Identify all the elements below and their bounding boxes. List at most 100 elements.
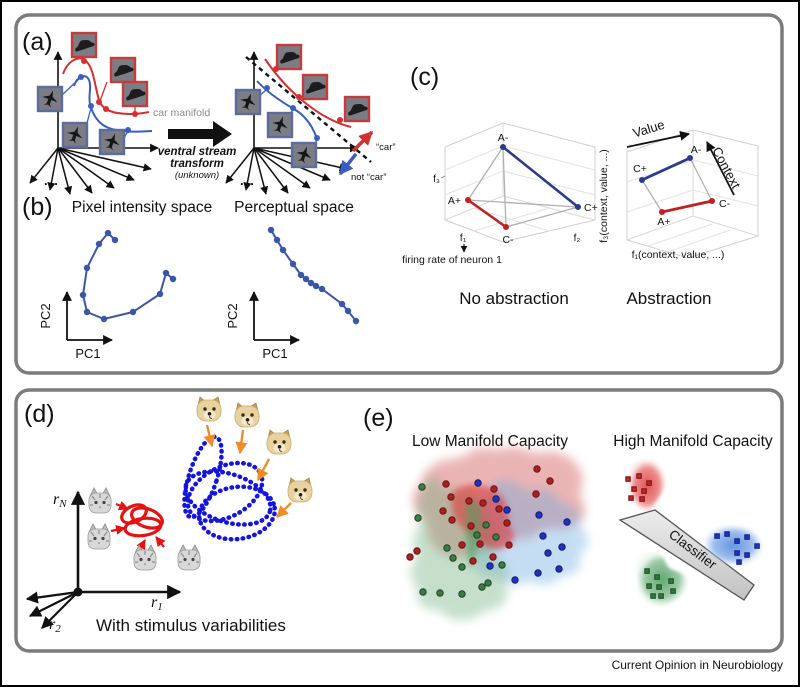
- panel-d-label: (d): [24, 400, 55, 428]
- panel-a-right-plot: ... “car” not “car”: [225, 43, 396, 195]
- classifier-band: [618, 509, 755, 601]
- not-car-class-arrow: [338, 152, 358, 176]
- bottom-panel-border: [14, 388, 784, 653]
- pixel-space-dots: [79, 229, 177, 323]
- transform-label-1: ventral stream: [158, 146, 237, 158]
- panel-b: (b) Pixel intensity space Perceptual spa…: [22, 193, 360, 361]
- label-a-minus: A-: [691, 144, 702, 156]
- car-class-arrow: [351, 130, 374, 153]
- blue-pair-edge: [641, 156, 691, 182]
- car-image: [343, 95, 371, 123]
- journal-credit: Current Opinion in Neurobiology: [612, 658, 783, 672]
- panel-a: (a) ...: [22, 28, 396, 195]
- pc2-axis-label: PC2: [225, 303, 240, 328]
- not-car-class-label: not “car”: [351, 172, 386, 183]
- neural-axes: [25, 490, 182, 629]
- value-arrow: [626, 130, 690, 148]
- label-c-plus: C+: [633, 163, 647, 175]
- panel-a-left-plot: ... car manifold: [29, 31, 210, 195]
- label-c-minus: C-: [502, 234, 514, 246]
- plane-image: [234, 88, 262, 116]
- label-c-plus: C+: [584, 202, 598, 214]
- panel-d: (d) rN r1 r2: [24, 396, 313, 635]
- low-capacity-cluster: [406, 447, 589, 621]
- no-abstraction-plot: A- A+ C+ C- f₃ f₁ f₂ firing rate of neur…: [402, 122, 598, 266]
- fan-axes-left: [29, 147, 152, 195]
- transform-label-3: (unknown): [175, 170, 219, 181]
- blue-pair-edge: [502, 145, 579, 209]
- r2-axis-label: r2: [49, 616, 61, 635]
- tetrahedron-gray-edges: [467, 146, 579, 228]
- perceptual-space-title: Perceptual space: [234, 199, 354, 216]
- top-panel-border: [14, 13, 784, 375]
- pixel-space-title: Pixel intensity space: [72, 199, 212, 216]
- label-c-minus: C-: [719, 198, 731, 210]
- point-c-minus: [503, 224, 509, 230]
- ellipsis-left: ...: [44, 173, 59, 188]
- green-dots: [414, 483, 506, 598]
- ellipsis-right: ...: [240, 173, 255, 188]
- car-image: [301, 73, 329, 101]
- pc2-axis-label: PC2: [38, 303, 53, 328]
- panel-e-label: (e): [363, 404, 394, 432]
- car-manifold-dots-right: [273, 66, 343, 123]
- perceptual-space-plot: PC2 PC1: [225, 226, 360, 361]
- high-capacity-title: High Manifold Capacity: [613, 433, 773, 450]
- plane-image: [290, 141, 318, 169]
- firing-rate-note: firing rate of neuron 1: [402, 254, 502, 266]
- label-a-plus: A+: [657, 216, 670, 228]
- plane-image: [98, 128, 126, 156]
- point-a-plus: [465, 197, 471, 203]
- red-pair-edge: [467, 198, 507, 229]
- f1-long-axis-label: f₁(context, value, ...): [632, 249, 725, 261]
- f2-axis-label: f₂: [574, 233, 581, 244]
- point-a-minus: [687, 155, 693, 161]
- point-a-minus: [500, 144, 506, 150]
- car-class-label: “car”: [376, 142, 396, 153]
- car-manifold-dots-left: [81, 58, 138, 117]
- plane-image: [36, 85, 64, 113]
- context-arrow: [706, 141, 735, 196]
- stimulus-variabilities-caption: With stimulus variabilities: [96, 616, 286, 635]
- label-a-plus: A+: [448, 195, 461, 207]
- plane-image: [61, 121, 89, 149]
- pixel-space-plot: PC2 PC1: [38, 229, 177, 361]
- panel-b-label: (b): [22, 193, 53, 221]
- parallelogram-gray-edges: [641, 157, 713, 213]
- point-c-plus: [575, 204, 581, 210]
- low-capacity-title: Low Manifold Capacity: [412, 433, 568, 450]
- car-image: [70, 31, 98, 59]
- point-c-minus: [709, 198, 715, 204]
- transform-arrow: [168, 121, 232, 147]
- car-image: [121, 80, 149, 108]
- dog-arrows: [203, 424, 292, 518]
- red-pair-edge: [661, 199, 713, 214]
- f1-axis-label: f₁: [460, 233, 467, 244]
- r1-axis-label: r1: [151, 594, 163, 613]
- blue-squares: [714, 531, 760, 565]
- panel-a-label: (a): [22, 28, 53, 56]
- transform-label-2: transform: [170, 158, 224, 170]
- car-manifold-label: car manifold: [153, 107, 210, 119]
- rn-axis-label: rN: [53, 491, 67, 510]
- green-wedge: [465, 498, 481, 570]
- decision-boundary-dashed: [245, 56, 372, 163]
- f3-long-axis-label: f₃(context, value, ...): [598, 149, 610, 243]
- pc1-axis-label: PC1: [75, 346, 100, 361]
- red-squares: [625, 473, 652, 502]
- car-image: [275, 43, 303, 71]
- f3-axis-label: f₃: [433, 174, 440, 185]
- plane-manifold-dots-left: [78, 74, 131, 133]
- point-a-plus: [659, 209, 665, 215]
- panel-c-label: (c): [410, 63, 439, 91]
- blue-dots: [474, 479, 571, 584]
- perceptual-space-dots: [267, 226, 360, 325]
- ventral-stream-transform: ventral stream transform (unknown): [158, 121, 237, 181]
- no-abstraction-caption: No abstraction: [459, 289, 569, 308]
- car-manifold-curve-right: [264, 58, 352, 128]
- pc1-axis-label: PC1: [262, 346, 287, 361]
- plane-image: [266, 111, 294, 139]
- plane-manifold-dots-right: [264, 85, 320, 141]
